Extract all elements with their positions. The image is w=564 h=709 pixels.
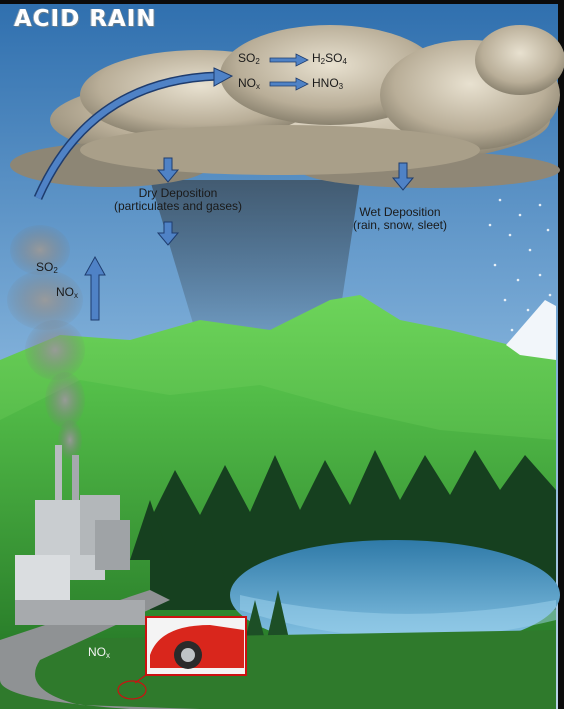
label-hno3: HNO3 xyxy=(312,76,344,92)
curved-arrow xyxy=(35,73,219,200)
dry-deposition-detail: (particulates and gases) xyxy=(113,199,243,213)
label-nox-car: NOx xyxy=(88,645,110,661)
snowy-peak xyxy=(506,300,556,360)
label-nox-smoke: NOx xyxy=(56,285,78,301)
snowfall xyxy=(488,198,552,332)
wet-deposition-label: Wet Deposition (rain, snow, sleet) xyxy=(330,206,470,232)
wet-deposition-detail: (rain, snow, sleet) xyxy=(352,218,448,232)
dry-deposition-title: Dry Deposition xyxy=(138,186,218,200)
diagram-title: ACID RAIN xyxy=(14,6,157,32)
storm-cloud xyxy=(10,25,564,188)
label-so2-cloud: SO2 xyxy=(238,51,260,67)
wet-deposition-title: Wet Deposition xyxy=(359,205,441,219)
emission-arrow xyxy=(84,255,106,321)
label-so2-smoke: SO2 xyxy=(36,260,58,276)
car-inset xyxy=(134,616,247,684)
reaction-arrows xyxy=(269,53,309,91)
label-nox-cloud: NOx xyxy=(238,76,260,92)
label-h2so4: H2SO4 xyxy=(312,51,347,67)
smoke-plume xyxy=(7,225,85,460)
dry-deposition-label: Dry Deposition (particulates and gases) xyxy=(88,187,268,213)
power-plant xyxy=(15,445,145,625)
deposition-arrows xyxy=(156,157,415,246)
